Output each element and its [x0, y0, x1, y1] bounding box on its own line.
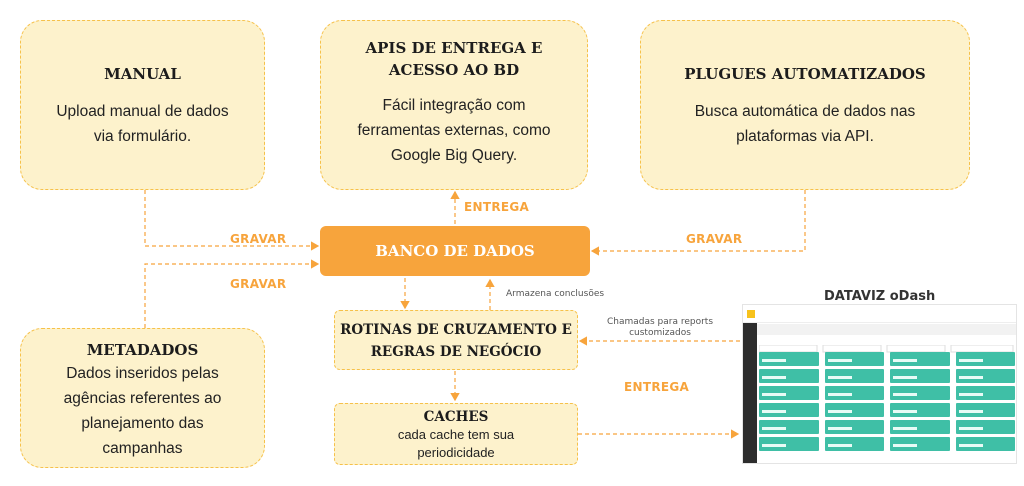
dashboard-logo-icon [747, 310, 755, 318]
label-gravar-1: GRAVAR [230, 232, 287, 246]
rotinas-title-line-1: ROTINAS DE CRUZAMENTO E [340, 322, 572, 338]
apis-text-line-3: Google Big Query. [390, 147, 518, 164]
caches-box: CACHES cada cache tem sua periodicidade [334, 403, 578, 465]
plugues-box: PLUGUES AUTOMATIZADOS Busca automática d… [640, 20, 970, 190]
label-gravar-right: GRAVAR [686, 232, 743, 246]
dashboard-filters [758, 338, 1015, 353]
dashboard-tile [955, 420, 1015, 434]
rotinas-box: ROTINAS DE CRUZAMENTO E REGRAS DE NEGÓCI… [334, 310, 578, 370]
apis-text-line-1: Fácil integração com [382, 97, 526, 114]
label-entrega-top: ENTREGA [464, 200, 530, 214]
dashboard-column [759, 352, 819, 463]
caches-text-line-2: periodicidade [417, 445, 495, 460]
dashboard-column [955, 352, 1015, 463]
dataviz-title: DATAVIZ oDash [824, 289, 936, 304]
dashboard-tile [824, 369, 884, 383]
manual-text-line-1: Upload manual de dados [56, 103, 229, 120]
manual-box: MANUAL Upload manual de dados via formul… [20, 20, 265, 190]
dashboard-toolbar [757, 324, 1016, 335]
dashboard-tile [759, 369, 819, 383]
dashboard-tile [955, 437, 1015, 451]
dashboard-tile [955, 386, 1015, 400]
plugues-text-line-2: plataformas via API. [736, 128, 874, 145]
metadados-text-line-2: agências referentes ao [63, 390, 222, 407]
dashboard-tile [824, 420, 884, 434]
dashboard-tile [824, 403, 884, 417]
dashboard-tile-columns [759, 352, 1015, 463]
dashboard-tile [890, 386, 950, 400]
dashboard-tile [759, 352, 819, 366]
arrow-plugues-gravar [590, 190, 806, 256]
apis-text-line-2: ferramentas externas, como [357, 122, 551, 139]
dashboard-tile [824, 437, 884, 451]
dashboard-column [890, 352, 950, 463]
plugues-title: PLUGUES AUTOMATIZADOS [684, 65, 926, 83]
label-entrega-right: ENTREGA [624, 380, 690, 394]
metadados-text-line-1: Dados inseridos pelas [66, 365, 219, 382]
rotinas-title-line-2: REGRAS DE NEGÓCIO [370, 344, 542, 360]
plugues-text-line-1: Busca automática de dados nas [694, 103, 916, 120]
banco-de-dados-title: BANCO DE DADOS [375, 242, 535, 260]
arrow-metadados-gravar [144, 259, 320, 328]
dashboard-tile [890, 369, 950, 383]
dashboard-tile [759, 420, 819, 434]
label-gravar-2: GRAVAR [230, 277, 287, 291]
dashboard-sidebar [743, 323, 757, 463]
dashboard-tile [890, 403, 950, 417]
arrow-manual-gravar [144, 190, 320, 251]
dashboard-topbar [743, 305, 1016, 323]
manual-text-line-2: via formulário. [93, 128, 192, 145]
dashboard-tile [955, 369, 1015, 383]
dashboard-tile [759, 403, 819, 417]
metadados-title: METADADOS [86, 341, 199, 359]
note-chamadas: Chamadas para reports customizados [600, 317, 720, 339]
dashboard-tile [955, 403, 1015, 417]
dashboard-tile [890, 437, 950, 451]
caches-title: CACHES [423, 409, 489, 425]
note-chamadas-line-2: customizados [629, 328, 691, 338]
metadados-text-line-3: planejamento das [81, 415, 204, 432]
metadados-text-line-4: campanhas [102, 440, 183, 457]
apis-box: APIS DE ENTREGA E ACESSO AO BD Fácil int… [320, 20, 588, 190]
dashboard-thumbnail [742, 304, 1017, 464]
caches-text-line-1: cada cache tem sua [397, 427, 515, 442]
metadados-box: METADADOS Dados inseridos pelas agências… [20, 328, 265, 468]
note-chamadas-line-1: Chamadas para reports [606, 317, 714, 327]
dashboard-tile [824, 352, 884, 366]
banco-de-dados-box: BANCO DE DADOS [320, 226, 590, 276]
dashboard-tile [824, 386, 884, 400]
manual-title: MANUAL [104, 65, 181, 83]
apis-title-line-1: APIS DE ENTREGA E [365, 39, 543, 57]
dashboard-tile [759, 437, 819, 451]
dashboard-column [824, 352, 884, 463]
dashboard-tile [955, 352, 1015, 366]
dashboard-tile [890, 352, 950, 366]
note-armazena: Armazena conclusões [506, 289, 605, 299]
apis-title-line-2: ACESSO AO BD [388, 61, 520, 79]
dashboard-tile [759, 386, 819, 400]
dashboard-tile [890, 420, 950, 434]
